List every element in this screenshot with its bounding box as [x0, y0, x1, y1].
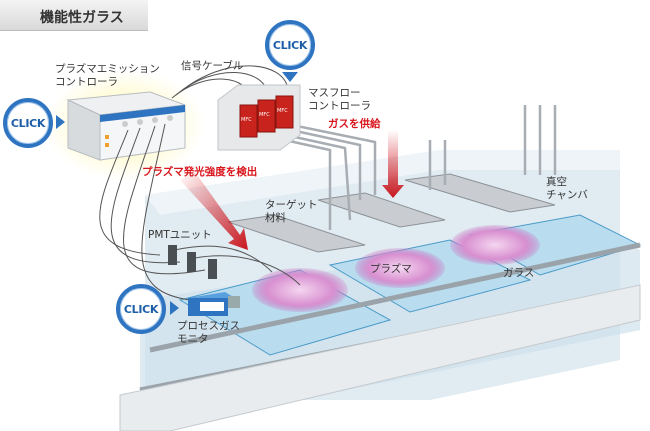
gas-supply-arrow [382, 130, 404, 198]
gas-supply-label: ガスを供給 [328, 118, 381, 130]
signal-cables [99, 65, 301, 301]
click-label: CLICK [10, 116, 46, 130]
vacuum-chamber-label: 真空 チャンバ [546, 176, 588, 201]
click-controller-button[interactable]: CLICK [3, 98, 53, 148]
plasma-cloud [355, 248, 445, 288]
plasma-cloud [252, 268, 348, 312]
plasma-emission-controller-label: プラズマエミッション コントローラ [55, 63, 160, 88]
process-gas-monitor-label: プロセスガス モニタ [177, 320, 240, 345]
mfc-label: MFC [241, 117, 252, 123]
target-material-label: ターゲット 材料 [265, 199, 318, 224]
title-tab: 機能性ガラス [0, 0, 148, 31]
mfc-unit [239, 104, 258, 138]
mass-flow-controller-label: マスフロー コントローラ [308, 87, 371, 112]
plasma-cloud [450, 225, 540, 265]
detect-emission-label: プラズマ発光強度を検出 [142, 166, 258, 178]
conveyor [119, 242, 641, 431]
plasma-label: プラズマ [370, 263, 412, 275]
click-label: CLICK [272, 38, 308, 52]
click-mfc-button[interactable]: CLICK [265, 20, 315, 70]
signal-cable-label: 信号ケーブル [181, 60, 244, 72]
plasma-emission-controller[interactable] [66, 91, 186, 161]
arrow-right-icon [56, 115, 65, 129]
mfc-label: MFC [259, 112, 270, 118]
glass-label: ガラス [503, 267, 535, 279]
arrow-right-icon [170, 301, 179, 315]
pmt-units [168, 245, 217, 279]
process-gas-monitor[interactable] [188, 292, 240, 316]
detect-emission-arrow [180, 172, 248, 250]
arrow-down-icon [282, 72, 298, 82]
mfc-unit [257, 99, 276, 133]
mass-flow-controller[interactable] [217, 84, 301, 151]
click-gas-monitor-button[interactable]: CLICK [116, 284, 166, 334]
mfc-unit [275, 95, 294, 129]
page-title: 機能性ガラス [40, 10, 124, 26]
pmt-unit-label: PMTユニット [148, 229, 212, 241]
mfc-label: MFC [277, 108, 288, 114]
click-label: CLICK [123, 302, 159, 316]
